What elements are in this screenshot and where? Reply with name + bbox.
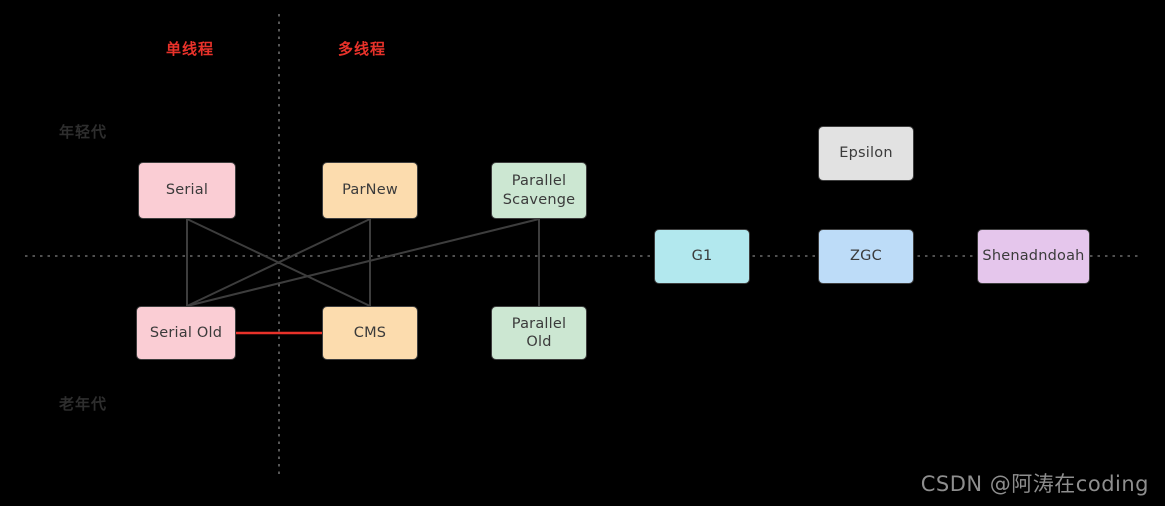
node-parallel-old[interactable]: Parallel Old xyxy=(491,306,587,360)
node-shenandoah[interactable]: Shenadndoah xyxy=(977,229,1090,284)
node-parnew[interactable]: ParNew xyxy=(322,162,418,219)
connection-parnew-to-serial-old xyxy=(186,218,371,307)
node-epsilon[interactable]: Epsilon xyxy=(818,126,914,181)
node-g1[interactable]: G1 xyxy=(654,229,750,284)
node-serial[interactable]: Serial xyxy=(138,162,236,219)
node-cms[interactable]: CMS xyxy=(322,306,418,360)
node-serial-old[interactable]: Serial Old xyxy=(136,306,236,360)
node-parallel-scavenge[interactable]: Parallel Scavenge xyxy=(491,162,587,219)
connection-parallel-scavenge-to-serial-old xyxy=(186,218,540,307)
generation-label-old: 老年代 xyxy=(59,395,108,413)
watermark-text: CSDN @阿涛在coding xyxy=(920,472,1149,496)
phase-label-single-thread: 单线程 xyxy=(166,40,215,58)
generation-label-young: 年轻代 xyxy=(59,123,108,141)
phase-label-multi-thread: 多线程 xyxy=(338,40,387,58)
connection-serial-to-cms xyxy=(186,218,371,307)
node-zgc[interactable]: ZGC xyxy=(818,229,914,284)
